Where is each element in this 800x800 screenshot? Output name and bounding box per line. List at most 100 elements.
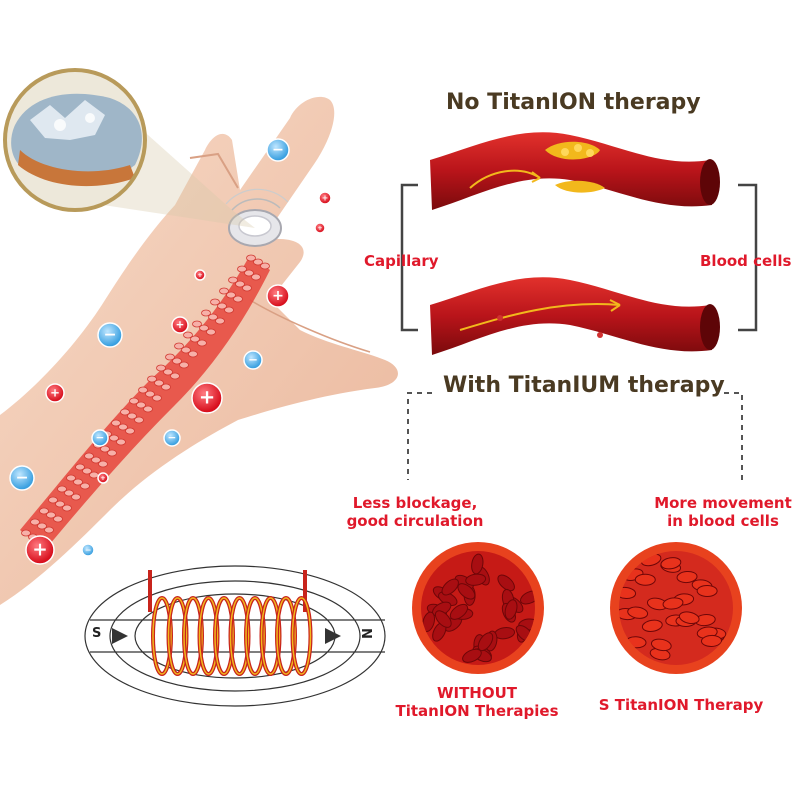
- ion-sign: +: [199, 386, 215, 409]
- blood-cell: [30, 518, 40, 526]
- positive-ion-icon: +: [97, 472, 109, 484]
- blood-cell: [165, 353, 175, 361]
- magnetic-coil-diagram: [84, 565, 386, 707]
- heading-no-therapy: No TitanION therapy: [446, 90, 701, 115]
- blood-cell: [89, 471, 99, 479]
- negative-ion-icon: −: [243, 350, 263, 370]
- blood-cell: [75, 463, 85, 471]
- coil-loop-highlight: [214, 597, 234, 675]
- blood-cell: [215, 317, 225, 325]
- positive-ion-icon: +: [194, 269, 206, 281]
- coil-loop-highlight: [245, 597, 265, 675]
- blood-cell: [71, 493, 81, 501]
- blood-cell: [152, 394, 162, 402]
- negative-ion-icon: −: [81, 543, 95, 557]
- blood-cell: [55, 500, 65, 508]
- blood-cell: [183, 331, 193, 339]
- blood-cell: [242, 284, 252, 292]
- positive-ion-icon: +: [191, 382, 223, 414]
- coil-loop-highlight: [260, 597, 281, 675]
- blood-cell: [127, 412, 137, 420]
- negative-ion-icon: −: [97, 322, 123, 348]
- blood-cell: [188, 350, 198, 358]
- blood-cell: [21, 529, 31, 537]
- field-arrow-left: [112, 628, 128, 644]
- blood-cell: [199, 324, 209, 332]
- coil-loop-highlight: [183, 597, 203, 675]
- dashed-connector-left: [407, 392, 432, 480]
- label-without-therapy: WITHOUT TitanION Therapies: [395, 684, 559, 720]
- blood-cell: [161, 383, 171, 391]
- flow-arrow-blocked: [469, 169, 541, 189]
- coil-loop-highlight: [276, 597, 296, 675]
- blood-cell: [100, 445, 110, 453]
- ion-sign: −: [168, 432, 177, 444]
- ion-particles: −+++−+++−−−−++−+: [9, 138, 332, 565]
- blood-cell: [179, 361, 189, 369]
- coil-loop-highlight: [198, 597, 219, 675]
- blood-cell: [62, 504, 72, 512]
- disc-blood-cell: [434, 610, 452, 628]
- finger-crease: [189, 152, 239, 189]
- ion-sign: −: [103, 326, 116, 344]
- blood-cell: [66, 474, 76, 482]
- blood-cell: [174, 342, 184, 350]
- negative-ion-icon: −: [266, 138, 290, 162]
- blood-cell: [233, 295, 243, 303]
- blood-cell: [125, 427, 135, 435]
- positive-ion-icon: +: [266, 284, 290, 308]
- mineral-magnifier: [3, 68, 147, 212]
- disc-blood-cell: [650, 638, 672, 652]
- field-arrow-right: [325, 628, 341, 644]
- ring-icon: [225, 188, 289, 247]
- coil-loop-highlight: [229, 597, 250, 675]
- positive-ion-icon: +: [318, 191, 332, 205]
- blood-cell: [134, 416, 144, 424]
- ion-sign: +: [176, 319, 185, 331]
- disc-blood-cell: [462, 648, 482, 663]
- blood-cell: [37, 522, 47, 530]
- ion-sign: +: [322, 193, 329, 202]
- blood-cell: [163, 368, 173, 376]
- disc-without-therapy: [412, 542, 544, 674]
- blood-cell: [138, 386, 148, 394]
- blood-cell: [201, 309, 211, 317]
- blood-cell: [91, 456, 101, 464]
- thumb-crease: [249, 299, 371, 353]
- blood-cell: [251, 273, 261, 281]
- ion-sign: +: [197, 271, 202, 279]
- blood-cell: [116, 438, 126, 446]
- positive-ion-icon: +: [25, 535, 55, 565]
- disc-blood-cell: [465, 573, 487, 586]
- negative-ion-icon: −: [163, 429, 181, 447]
- disc-blood-cell: [497, 574, 515, 592]
- blood-cell: [147, 375, 157, 383]
- blood-cell: [217, 302, 227, 310]
- blood-cell: [84, 452, 94, 460]
- ion-sign: +: [50, 385, 60, 399]
- blood-cell: [190, 335, 200, 343]
- blood-cell: [228, 276, 238, 284]
- blood-cell: [98, 460, 108, 468]
- plaque-bottom: [555, 180, 605, 193]
- positive-ion-icon: +: [45, 383, 65, 403]
- blood-cell: [136, 401, 146, 409]
- disc-blood-cell: [477, 632, 494, 652]
- blood-cell: [219, 287, 229, 295]
- blood-cell: [107, 449, 117, 457]
- blood-cell: [57, 485, 67, 493]
- ion-sign: +: [100, 474, 105, 482]
- blood-cell: [48, 496, 58, 504]
- blood-cell: [44, 526, 54, 534]
- right-bracket: [738, 183, 758, 332]
- ion-sign: −: [248, 352, 258, 366]
- disc-blood-cell: [641, 619, 663, 632]
- coil-loop-highlight: [152, 597, 172, 675]
- blood-cell: [244, 269, 254, 277]
- positive-ion-icon: +: [171, 316, 189, 334]
- label-blood-cells: Blood cells: [700, 252, 792, 270]
- blood-cell: [246, 254, 256, 262]
- disc-blood-cell: [627, 606, 649, 619]
- blood-cell: [109, 434, 119, 442]
- ion-sign: +: [32, 539, 47, 560]
